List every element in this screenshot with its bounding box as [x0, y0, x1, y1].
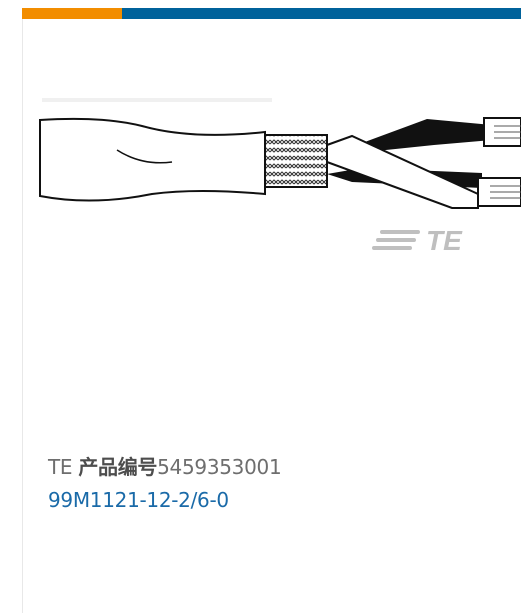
label-cn: 产品编号 [78, 455, 158, 479]
part-number-value: 5459353001 [157, 455, 282, 479]
cable-drawing-icon: TE [39, 98, 521, 256]
svg-text:TE: TE [426, 225, 463, 256]
card-left-border [22, 19, 23, 613]
accent-bar-orange [22, 8, 122, 19]
top-accent-bar [22, 8, 521, 19]
label-prefix: TE [48, 455, 79, 479]
te-watermark-logo: TE [372, 225, 463, 256]
product-link[interactable]: 99M1121-12-2/6-0 [48, 488, 229, 512]
accent-bar-blue [122, 8, 521, 19]
product-image: TE [22, 90, 521, 280]
part-number-label: TE 产品编号5459353001 [48, 451, 282, 480]
